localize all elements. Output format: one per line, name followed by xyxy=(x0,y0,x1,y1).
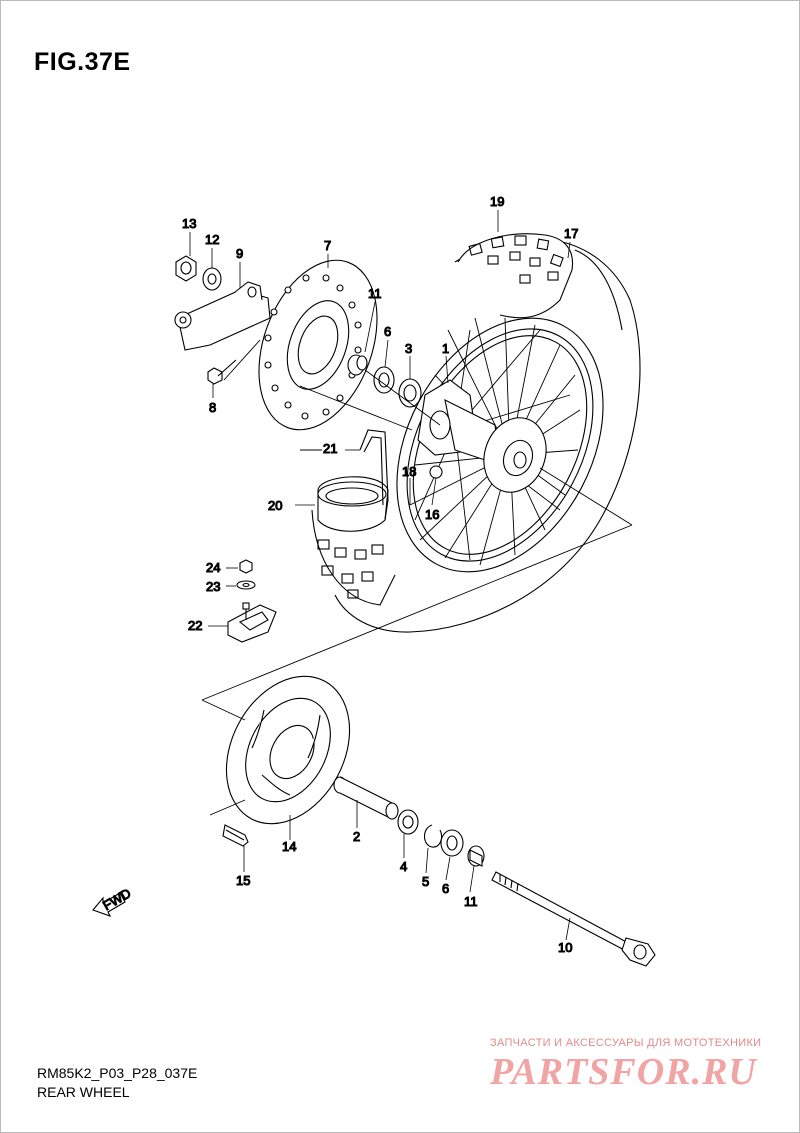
callout-6-lower: 6 xyxy=(442,881,449,896)
callout-24: 24 xyxy=(206,560,220,575)
callout-2: 2 xyxy=(353,829,360,844)
tire-part[interactable] xyxy=(311,233,641,633)
bead-stopper-nut[interactable] xyxy=(239,559,253,574)
oil-seal-lower[interactable] xyxy=(440,829,464,857)
rear-brake-disc[interactable] xyxy=(237,244,399,446)
callout-21: 21 xyxy=(323,441,337,456)
leader-lines xyxy=(189,210,571,941)
fwd-arrow-icon: FWD xyxy=(92,885,134,917)
adjuster-bolt[interactable] xyxy=(207,359,237,385)
rear-axle[interactable] xyxy=(491,871,656,967)
callout-10: 10 xyxy=(558,940,572,955)
callout-3: 3 xyxy=(405,341,412,356)
sprocket-bolt[interactable] xyxy=(222,824,249,847)
chain-adjuster[interactable] xyxy=(174,281,271,351)
watermark-tagline: ЗАПЧАСТИ И АКСЕССУАРЫ ДЛЯ МОТОТЕХНИКИ xyxy=(490,1037,762,1049)
callout-5: 5 xyxy=(422,874,429,889)
figure-title: FIG.37E xyxy=(34,48,131,76)
wheel-spacer-upper[interactable] xyxy=(347,354,368,376)
inner-tube[interactable] xyxy=(317,476,389,532)
callout-15: 15 xyxy=(236,873,250,888)
callout-22: 22 xyxy=(188,618,202,633)
callout-20: 20 xyxy=(268,498,282,513)
callout-17: 17 xyxy=(564,226,578,241)
bead-stopper-washer[interactable] xyxy=(236,580,256,590)
callout-11-upper: 11 xyxy=(368,286,382,301)
callout-14: 14 xyxy=(282,839,296,854)
section-name: REAR WHEEL xyxy=(37,1084,130,1100)
callout-8: 8 xyxy=(209,400,216,415)
bearing-right[interactable] xyxy=(397,809,419,835)
hub-bolt[interactable] xyxy=(429,465,443,479)
circlip[interactable] xyxy=(423,824,443,848)
callout-6-upper: 6 xyxy=(384,324,391,339)
callout-12: 12 xyxy=(205,232,219,247)
fwd-label: FWD xyxy=(100,885,133,913)
wheel-spacer-lower[interactable] xyxy=(467,845,485,867)
bead-stopper[interactable] xyxy=(227,602,277,643)
adjuster-washer[interactable] xyxy=(202,267,222,291)
rear-sprocket[interactable] xyxy=(202,655,374,845)
rear-hub[interactable] xyxy=(417,379,556,501)
callout-4: 4 xyxy=(400,859,407,874)
callout-16: 16 xyxy=(425,507,439,522)
callout-11-lower: 11 xyxy=(464,894,478,909)
callout-7: 7 xyxy=(324,238,331,253)
callout-23: 23 xyxy=(206,579,220,594)
rim-band[interactable] xyxy=(359,429,389,521)
callout-13: 13 xyxy=(182,216,196,231)
axle-spacer[interactable] xyxy=(333,776,399,820)
callout-18: 18 xyxy=(402,464,416,479)
callout-labels: 1 2 3 4 5 6 6 7 8 9 10 11 11 12 13 14 15… xyxy=(181,193,579,955)
model-code: RM85K2_P03_P28_037E xyxy=(37,1065,198,1081)
callout-1: 1 xyxy=(442,341,449,356)
bearing-left[interactable] xyxy=(398,378,422,408)
watermark-brand: PARTSFOR.RU xyxy=(490,1051,757,1093)
callout-9: 9 xyxy=(236,246,243,261)
assembly-lines xyxy=(201,339,633,816)
callout-19: 19 xyxy=(490,194,504,209)
axle-nut[interactable] xyxy=(175,255,197,282)
